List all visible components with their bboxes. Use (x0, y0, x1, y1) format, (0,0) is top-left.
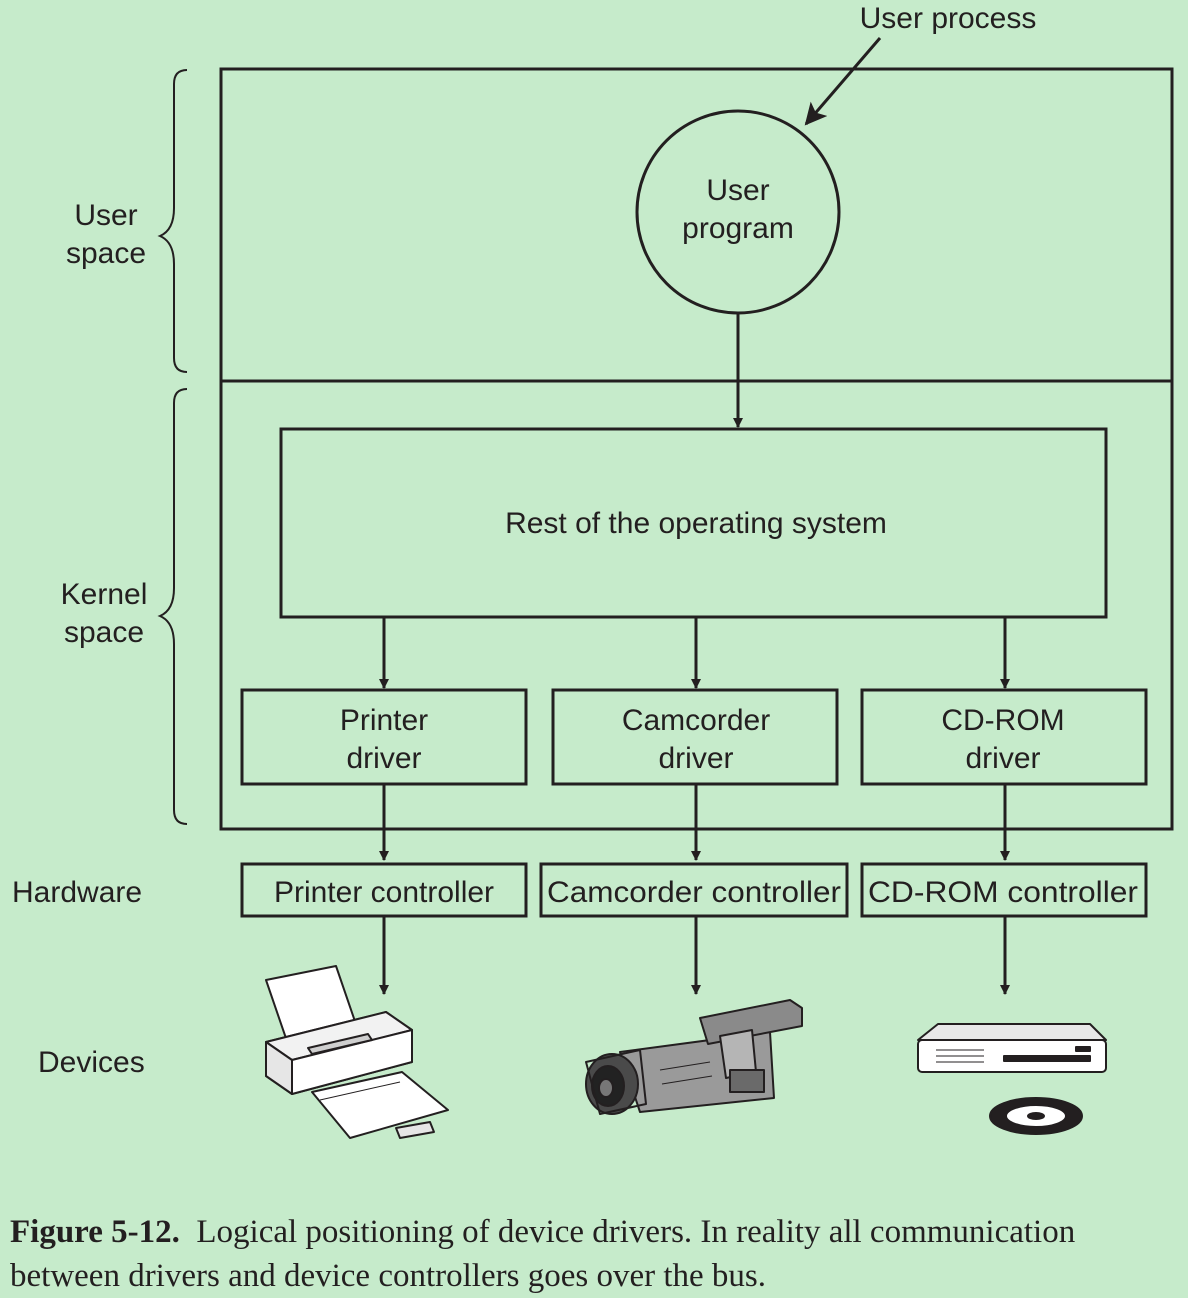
hardware-label: Hardware (12, 876, 142, 909)
camcorder-driver-label-1: Camcorder (622, 704, 770, 737)
camcorder-controller-box (539, 862, 849, 918)
cdrom-driver-label-2: driver (965, 742, 1040, 775)
printer-image (265, 965, 449, 1139)
printer-controller-label: Printer controller (274, 876, 494, 909)
kernel-space-label-1: Kernel (61, 578, 148, 611)
user-space-brace (157, 69, 188, 373)
camcorder-driver-label-2: driver (658, 742, 733, 775)
figure-caption: Figure 5-12. Logical positioning of devi… (10, 1210, 1182, 1298)
user-process-arrow (804, 37, 882, 126)
rest-os-label: Rest of the operating system (505, 507, 887, 540)
kernel-space-label-2: space (64, 616, 144, 649)
caption-label: Figure 5-12. (10, 1214, 180, 1250)
camcorder-image (585, 999, 803, 1115)
camcorder-controller-label: Camcorder controller (547, 876, 841, 909)
printer-driver-label-1: Printer (340, 704, 428, 737)
devices-label: Devices (38, 1046, 145, 1079)
rest-os-box (279, 427, 1108, 619)
user-space-label-2: space (66, 237, 146, 270)
user-program-label-2: program (682, 212, 794, 245)
user-program-label-1: User (706, 174, 769, 207)
cdrom-image (917, 1023, 1107, 1135)
caption-text: Logical positioning of device drivers. I… (10, 1214, 1076, 1294)
cdrom-controller-label: CD-ROM controller (868, 876, 1138, 909)
printer-driver-label-2: driver (346, 742, 421, 775)
user-process-label: User process (860, 2, 1037, 35)
cdrom-driver-label-1: CD-ROM (941, 704, 1064, 737)
kernel-space-brace (157, 388, 188, 825)
user-space-label-1: User (74, 199, 137, 232)
